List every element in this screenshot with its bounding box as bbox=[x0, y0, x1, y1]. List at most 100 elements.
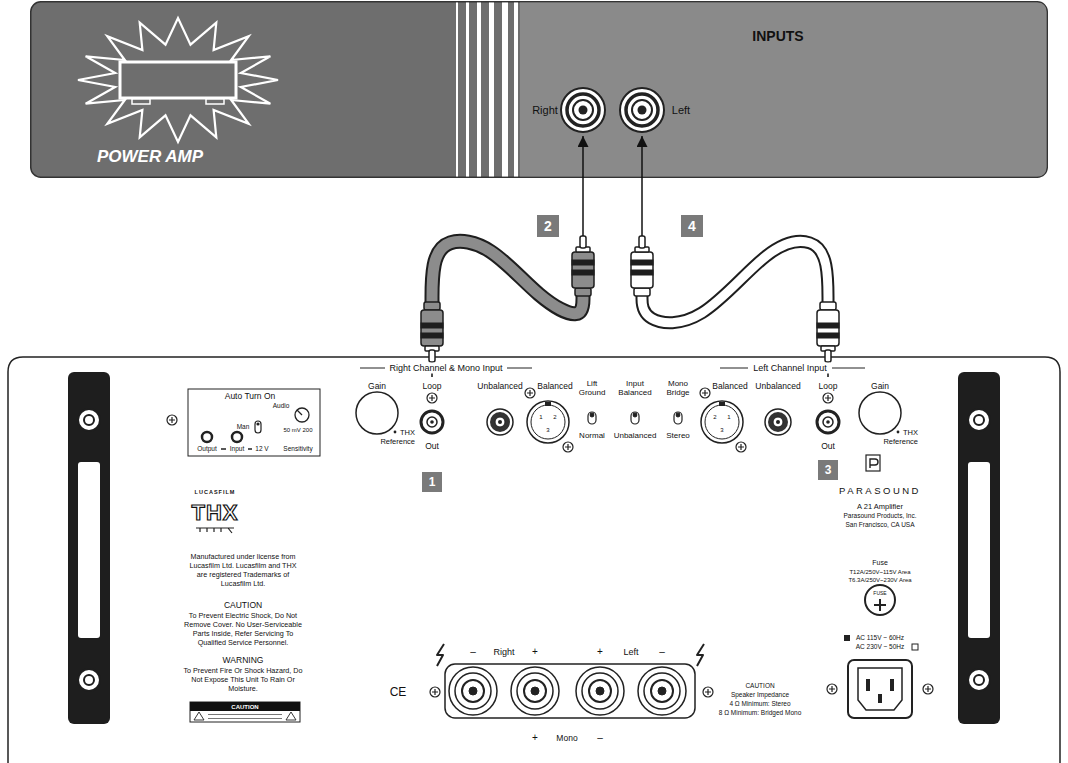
toggle-switch bbox=[631, 412, 639, 424]
vent-stripes bbox=[466, 3, 469, 177]
display-starburst bbox=[78, 18, 278, 142]
model-name: A 21 Amplifier bbox=[857, 502, 903, 511]
vent-stripes bbox=[456, 3, 458, 177]
unbalanced-jack bbox=[765, 409, 791, 435]
toggle-switch bbox=[588, 412, 682, 424]
ground-screw bbox=[700, 388, 710, 398]
control-label: Man bbox=[237, 423, 250, 431]
handle bbox=[78, 462, 100, 638]
control-label: Gain bbox=[871, 381, 889, 391]
rca-plug bbox=[817, 323, 839, 328]
rca-plug bbox=[572, 236, 594, 296]
insert-arrow bbox=[582, 136, 584, 236]
caution-sticker bbox=[190, 702, 300, 711]
speaker-terminals bbox=[638, 667, 686, 715]
ground-screw bbox=[430, 687, 440, 697]
jack-label: Balanced bbox=[712, 381, 747, 391]
gain-knob bbox=[356, 392, 398, 434]
speaker-terminals bbox=[596, 687, 604, 695]
handle bbox=[968, 669, 990, 691]
notice-text: To Prevent Fire Or Shock Hazard, Do Not … bbox=[178, 666, 308, 693]
rear-panel bbox=[8, 357, 1060, 763]
loop-jack-symbol bbox=[817, 411, 839, 433]
auto-turn-on-panel bbox=[256, 422, 259, 425]
rca-jack-symbol bbox=[573, 100, 593, 120]
gain-knob bbox=[859, 392, 901, 434]
voltage-selector bbox=[912, 644, 918, 650]
rca-plug bbox=[421, 333, 443, 338]
ground-screw bbox=[827, 684, 837, 694]
display-starburst bbox=[132, 99, 150, 104]
vent-stripes bbox=[477, 3, 481, 177]
ground-screw bbox=[525, 388, 535, 398]
pin-number: 1 bbox=[539, 414, 542, 421]
toggle-switch bbox=[676, 413, 680, 417]
caution-sticker bbox=[190, 702, 300, 722]
power-amp-housing bbox=[31, 2, 1048, 178]
jack-label: Balanced bbox=[537, 381, 572, 391]
grey-cable bbox=[421, 136, 594, 377]
rca-plug bbox=[817, 302, 839, 362]
handle bbox=[974, 675, 984, 685]
rca-jack-symbol bbox=[632, 100, 652, 120]
speaker-terminals bbox=[462, 680, 484, 702]
rca-plug bbox=[634, 288, 650, 296]
rca-input-jack: Right bbox=[557, 84, 609, 136]
iec-power-inlet bbox=[848, 660, 912, 718]
jack-label: Input bbox=[230, 445, 244, 453]
cable-core bbox=[642, 241, 828, 322]
rca-plug bbox=[429, 350, 435, 362]
speaker-terminals bbox=[582, 673, 618, 709]
hazard-bolt bbox=[437, 644, 704, 666]
switch-label: Normal bbox=[579, 431, 605, 441]
pin-number: 3 bbox=[720, 427, 723, 434]
speaker-terminals bbox=[531, 687, 539, 695]
caution-sticker bbox=[208, 715, 282, 719]
thx-logo-rule bbox=[196, 528, 234, 533]
ground-screw bbox=[167, 415, 177, 425]
speaker-terminals bbox=[651, 680, 673, 702]
parasound-logo bbox=[866, 455, 880, 471]
fuse-label: T6.3A/250V~230V Area bbox=[848, 577, 911, 584]
rca-jack-symbol bbox=[567, 94, 599, 126]
rca-plug bbox=[631, 252, 653, 288]
speaker-terminals bbox=[445, 664, 695, 718]
device-name: POWER AMP bbox=[97, 147, 203, 167]
gain-knob bbox=[394, 431, 397, 434]
polarity-sign: – bbox=[659, 646, 665, 658]
rear-panel bbox=[8, 357, 1060, 763]
section-heading: INPUTS bbox=[752, 28, 803, 45]
notice-text: Manufactured under license from Lucasfil… bbox=[187, 552, 299, 588]
rca-jack-symbol bbox=[616, 84, 668, 136]
gain-knob bbox=[897, 431, 900, 434]
amplifier-rear-panel: PARASOUNDA 21 AmplifierParasound Product… bbox=[8, 357, 1060, 763]
auto-turn-on-panel bbox=[188, 389, 320, 456]
ground-screw bbox=[923, 684, 933, 694]
gain-knob bbox=[356, 392, 901, 434]
loop-jack-symbol bbox=[823, 393, 833, 403]
auto-turn-on-panel bbox=[255, 421, 261, 433]
maker-line: San Francisco, CA USA bbox=[846, 521, 915, 529]
jack-label: Out bbox=[425, 441, 439, 451]
vent-stripes bbox=[489, 3, 494, 177]
voltage-selector bbox=[844, 635, 918, 650]
unbalanced-jack bbox=[776, 420, 780, 424]
loop-out-jack: LoopOut bbox=[808, 377, 848, 453]
rca-plug bbox=[421, 323, 443, 328]
auto-turn-on-panel bbox=[297, 410, 302, 415]
rca-plug bbox=[817, 333, 839, 338]
logo-text: THX bbox=[192, 500, 239, 526]
panel-title: Auto Turn On bbox=[225, 391, 276, 401]
jack-label: Output bbox=[197, 445, 217, 453]
notice-text: 8 Ω Minimum: Bridged Mono bbox=[719, 709, 802, 717]
xlr-connector bbox=[527, 401, 743, 443]
white-cable bbox=[631, 136, 839, 377]
callout-number: 2 bbox=[537, 215, 559, 237]
control-label: Audio bbox=[273, 402, 290, 410]
auto-turn-on-panel bbox=[188, 389, 320, 456]
xlr-connector bbox=[705, 405, 739, 439]
handle bbox=[84, 675, 94, 685]
parasound-logo bbox=[870, 459, 878, 468]
display-starburst bbox=[120, 62, 236, 98]
toggle-switch bbox=[633, 413, 637, 417]
